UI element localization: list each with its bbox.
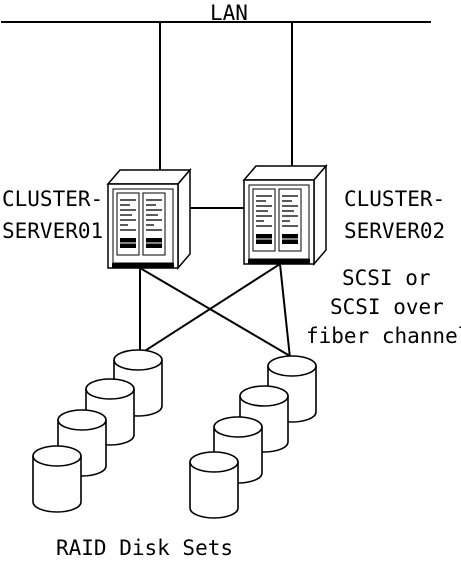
- server02-label-line2: SERVER02: [344, 219, 446, 243]
- scsi-link-server02-right: [278, 262, 292, 360]
- lan-label: LAN: [210, 1, 248, 25]
- disk-cylinder-icon: [189, 451, 239, 519]
- connection-label-line1: SCSI or: [342, 266, 431, 290]
- disk-cylinder-icon: [32, 445, 82, 513]
- server02-icon: [243, 165, 327, 265]
- scsi-link-server01-right: [138, 266, 292, 358]
- connection-label-line3: fiber channel: [306, 324, 461, 348]
- scsi-link-server02-left: [138, 262, 282, 356]
- raid-disk-sets-label: RAID Disk Sets: [56, 536, 234, 560]
- server01-icon: [107, 169, 191, 269]
- server01-label-line2: SERVER01: [2, 219, 104, 243]
- server02-label-line1: CLUSTER-: [344, 187, 446, 211]
- server01-label-line1: CLUSTER-: [2, 187, 104, 211]
- connection-label-line2: SCSI over: [330, 295, 444, 319]
